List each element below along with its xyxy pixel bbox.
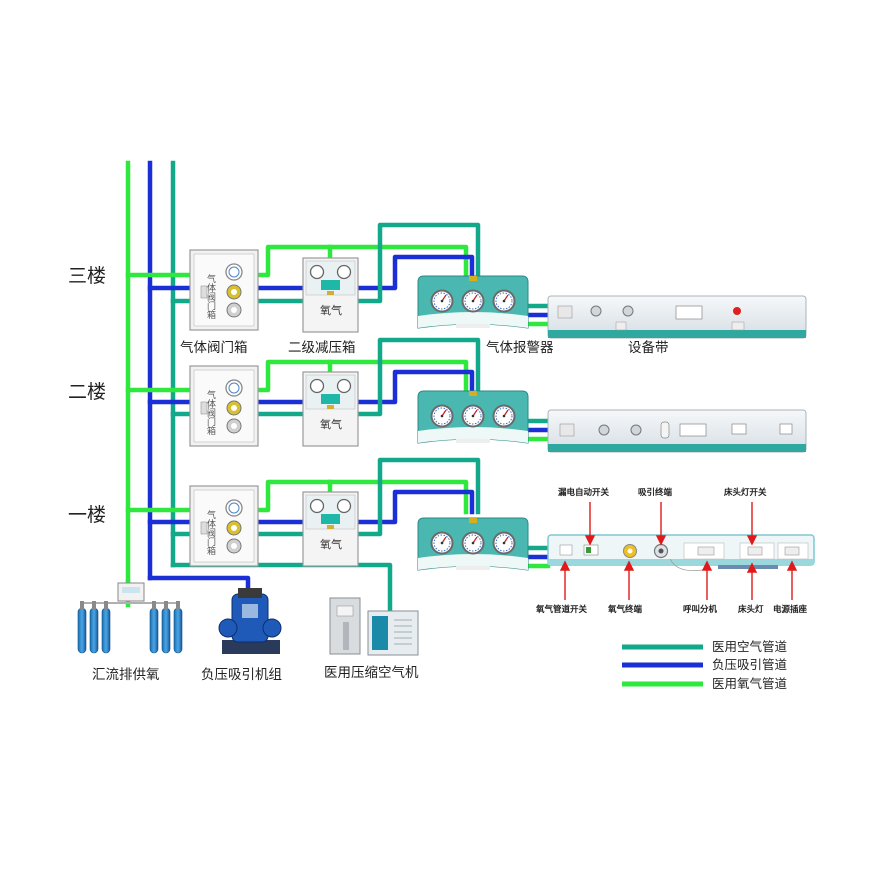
valve-box-text: 气体阀门箱 — [205, 273, 216, 320]
valve-box: 气体阀门箱 — [189, 485, 259, 567]
reducer-box: 氧气 — [302, 491, 359, 567]
reducer-gas-text: 氧气 — [320, 417, 342, 431]
legend-label-vacuum: 负压吸引管道 — [712, 657, 788, 672]
gas-alarm-panel — [417, 517, 529, 571]
legend-label-air: 医用空气管道 — [712, 639, 788, 654]
caption-compressor: 医用压缩空气机 — [324, 665, 419, 681]
caption-bed-band: 设备带 — [628, 339, 669, 356]
valve-box-text: 气体阀门箱 — [205, 389, 216, 436]
callout-leakage-switch: 漏电自动开关 — [558, 487, 610, 498]
callouts: 漏电自动开关 吸引终端 床头灯开关 氧气管道开关 氧气终端 呼叫分机 床头灯 电… — [535, 487, 808, 615]
floor-2-equipment: 气体阀门箱 氧气 — [189, 365, 807, 453]
bed-head-unit — [547, 409, 807, 453]
callout-lamp-switch: 床头灯开关 — [724, 487, 767, 498]
caption-vacuum: 负压吸引机组 — [201, 667, 282, 683]
caption-reducer-box: 二级减压箱 — [288, 340, 356, 356]
oxygen-manifold — [77, 582, 183, 654]
floor-label-1: 一楼 — [68, 504, 106, 526]
gas-alarm-panel — [417, 390, 529, 444]
caption-alarm: 气体报警器 — [486, 340, 554, 356]
valve-box-text: 气体阀门箱 — [205, 509, 216, 556]
callout-oxygen-outlet: 氧气终端 — [607, 604, 643, 615]
floor-label-3: 三楼 — [68, 265, 106, 287]
reducer-gas-text: 氧气 — [320, 303, 342, 317]
callout-bed-lamp: 床头灯 — [738, 604, 764, 615]
valve-box: 气体阀门箱 — [189, 365, 259, 447]
bed-head-unit — [547, 295, 807, 339]
legend-label-oxygen: 医用氧气管道 — [712, 676, 788, 691]
air-compressor — [329, 597, 419, 656]
valve-box: 气体阀门箱 — [189, 249, 259, 331]
callout-power-socket: 电源插座 — [773, 604, 808, 615]
floor-label-2: 二楼 — [68, 381, 106, 403]
callout-oxygen-valve: 氧气管道开关 — [535, 604, 588, 615]
callout-suction-outlet: 吸引终端 — [638, 487, 673, 498]
legend: 医用空气管道 负压吸引管道 医用氧气管道 — [622, 639, 788, 691]
gas-alarm-panel — [417, 275, 529, 329]
reducer-box: 氧气 — [302, 371, 359, 447]
floor-1-equipment: 气体阀门箱 氧气 — [189, 485, 815, 572]
floor-3-equipment: 气体阀门箱 氧气 — [189, 249, 807, 339]
vacuum-pump-unit — [218, 588, 282, 654]
reducer-gas-text: 氧气 — [320, 537, 342, 551]
pipe-network — [125, 160, 551, 614]
reducer-box: 氧气 — [302, 257, 359, 333]
caption-valve-box: 气体阀门箱 — [180, 340, 248, 356]
bed-head-unit-detailed — [547, 534, 815, 572]
callout-intercom: 呼叫分机 — [683, 604, 718, 615]
caption-manifold: 汇流排供氧 — [92, 667, 160, 683]
